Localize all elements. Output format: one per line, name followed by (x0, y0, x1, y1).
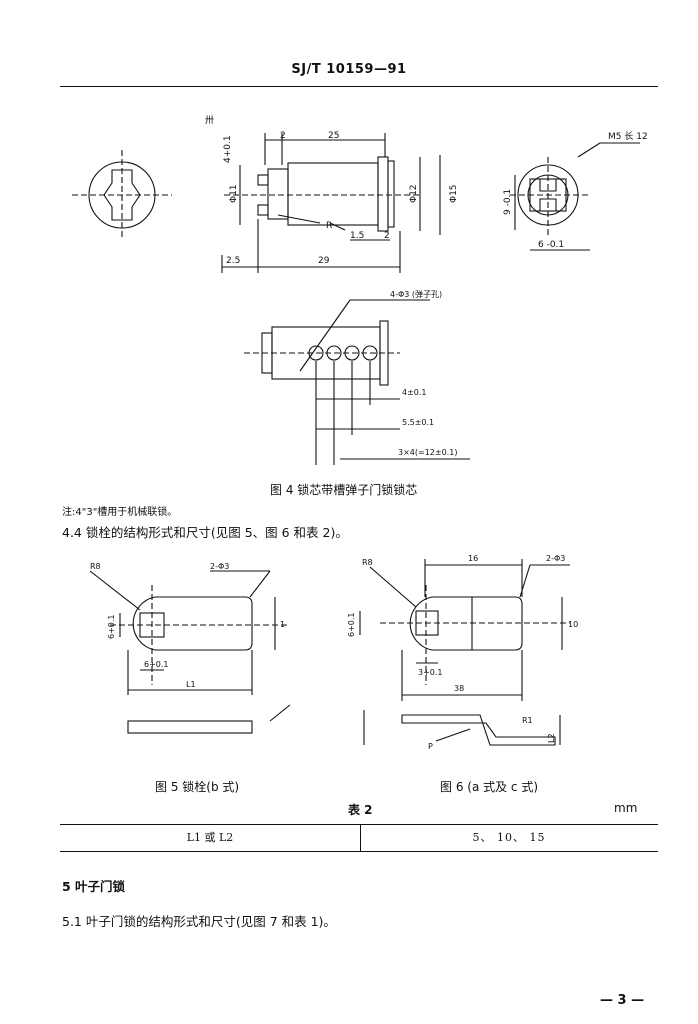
fig4-m5-label: M5 长 12 (608, 130, 648, 142)
fig6-w-label: 10 (568, 620, 578, 629)
fig4-holes-label: 4-Φ3 (弹子孔) (390, 289, 442, 299)
fig6-r-label: R8 (362, 558, 373, 567)
fig4-dim-1-5: 1.5 (350, 231, 364, 241)
fig6-p-label: P (428, 742, 433, 751)
table-2-col2: 5、 10、 15 (472, 831, 546, 844)
table-2-col1: L1 或 L2 (60, 825, 361, 851)
fig4-dim-phi12: Φ12 (409, 184, 419, 203)
table-2-title: 表 2 (348, 803, 373, 817)
fig5-holes-label: 2-Φ3 (210, 562, 229, 571)
fig4-dim-3x4: 3×4(=12±0.1) (398, 448, 457, 457)
fig4-dim-2b: 2 (384, 231, 390, 241)
section-5-heading: 5 叶子门锁 (62, 879, 126, 894)
fig5-r-label: R8 (90, 562, 101, 571)
fig4-dim-phi11: Φ11 (229, 184, 239, 203)
fig6-len-label: 38 (454, 684, 464, 693)
fig6-holes-label: 2-Φ3 (546, 554, 565, 563)
bolt-ac-side (401, 714, 556, 746)
figure-4-caption: 图 4 锁芯带槽弹子门锁锁芯 (270, 483, 418, 497)
fig6-r1-label: R1 (522, 716, 533, 725)
fig5-side-label: 1 (280, 620, 285, 629)
fig4-dim-29: 29 (318, 256, 330, 266)
fig6-l2-label: L2 (547, 733, 556, 743)
fig4-dim-25: 25 (328, 131, 339, 141)
figure-6-caption: 图 6 (a 式及 c 式) (440, 780, 539, 794)
page-header: SJ/T 10159—91 (291, 62, 407, 77)
bolt-b-side (127, 720, 253, 734)
table-2-unit: mm (614, 801, 638, 815)
figure-5-caption: 图 5 锁栓(b 式) (155, 780, 240, 794)
fig4-dim-5-5: 5.5±0.1 (402, 418, 434, 427)
figure-5-drawing: R8 2-Φ3 6+0.1 6+0.1 1 L1 (89, 562, 291, 734)
fig5-w-label: 6+0.1 (144, 660, 169, 669)
fig6-h-label: 6+0.1 (347, 612, 356, 637)
table-2: L1 或 L2 5、 10、 15 (60, 824, 658, 852)
core-body (287, 162, 379, 226)
fig4-tol-9: 9 -0.1 (503, 189, 513, 215)
header-rule (60, 86, 658, 87)
fig4-dim-2: 2 (280, 131, 286, 141)
fig5-len-label: L1 (186, 680, 196, 689)
end-view-slot (103, 169, 141, 221)
fig4-dim-phi15: Φ15 (449, 184, 459, 203)
figure-4-note: 注:4"3"槽用于机械联锁。 (62, 507, 178, 518)
fig4-dim-2-5: 2.5 (226, 256, 240, 266)
bolt-b-outline (132, 596, 253, 651)
fig5-h-label: 6+0.1 (107, 614, 116, 639)
section-5-1: 5.1 叶子门锁的结构形式和尺寸(见图 7 和表 1)。 (62, 914, 336, 929)
fig4-tol-top: 4+0.1 (223, 135, 233, 163)
figure-4-drawing: 卅 4+0.1 2 25 Φ11 Φ12 Φ15 R 1.5 2 2.5 29 … (72, 115, 648, 465)
bolt-ac-outline (409, 596, 523, 651)
fig4-dim-4: 4±0.1 (402, 388, 427, 397)
page-number: — 3 — (600, 993, 645, 1008)
figure-6-drawing: R8 16 2-Φ3 6+0.1 10 3+0.1 38 R1 L2 P (347, 554, 578, 751)
fig4-dim-r: R (326, 221, 332, 231)
section-4-4: 4.4 锁栓的结构形式和尺寸(见图 5、图 6 和表 2)。 (62, 525, 348, 540)
fig6-top-label: 16 (468, 554, 478, 563)
fig6-depth-label: 3+0.1 (418, 668, 443, 677)
fig4-unit-label: 卅 (205, 115, 214, 126)
fig4-tol-6: 6 -0.1 (538, 240, 564, 250)
